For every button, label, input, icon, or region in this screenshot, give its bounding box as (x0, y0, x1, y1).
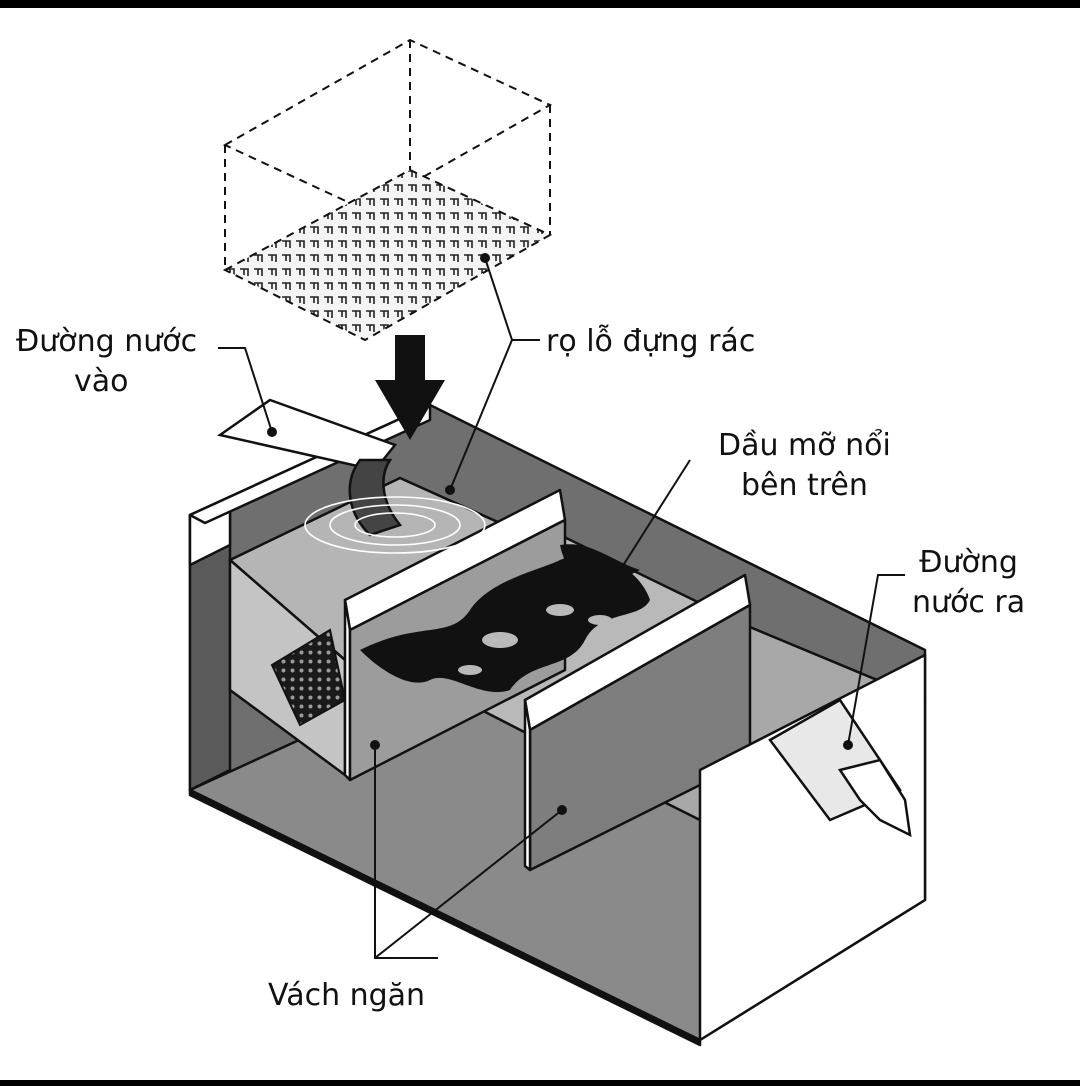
label-outlet-line2: nước ra (912, 585, 1026, 620)
baffle-2-front (523, 698, 532, 872)
leader-lines (218, 253, 905, 959)
outlet-pipe (768, 698, 912, 838)
label-inlet-line2: vào (74, 364, 129, 399)
grease-blobs (360, 544, 650, 693)
grease-trap-diagram: Đường nước vào rọ lỗ đựng rác Dầu mỡ nổi… (0, 8, 1080, 1080)
label-grease: Dầu mỡ nổi bên trên (718, 426, 891, 506)
label-inlet-line1: Đường nước (16, 324, 198, 359)
diagram-drawing (188, 38, 927, 1047)
ripples (304, 496, 486, 554)
label-inlet: Đường nước vào (16, 322, 197, 402)
label-outlet: Đường nước ra (912, 543, 1025, 623)
label-baffle: Vách ngăn (268, 978, 426, 1013)
label-grease-line2: bên trên (740, 468, 868, 503)
label-grease-line1: Dầu mỡ nổi (718, 428, 891, 463)
strainer-basket-bottom (222, 168, 553, 342)
label-outlet-line1: Đường (919, 545, 1018, 580)
screen-net (270, 628, 347, 727)
tank-front-bottom (188, 788, 702, 1047)
down-arrow (375, 335, 445, 440)
label-basket: rọ lỗ đựng rác (546, 324, 756, 359)
